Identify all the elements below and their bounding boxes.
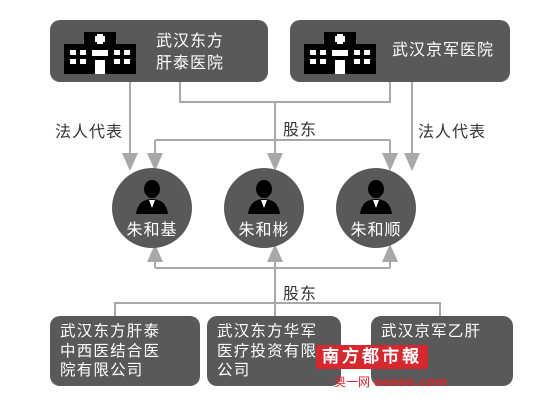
hospital-box-jingjun: 武汉京军医院 — [290, 20, 510, 82]
edge-share-top-bus — [179, 82, 391, 103]
brand-name: 南方都市報 — [316, 345, 428, 369]
person-name: 朱和基 — [126, 220, 178, 239]
edge-label-legal-rep: 法人代表 — [55, 122, 124, 141]
company-name: 武汉东方华军 医疗投资有限 公司 — [217, 322, 318, 379]
person-icon — [360, 180, 392, 214]
hospital-name: 武汉京军医院 — [392, 40, 495, 59]
person-node: 朱和彬 — [224, 168, 304, 248]
hospital-box-dongfang: 武汉东方 肝泰医院 — [50, 20, 268, 82]
edge-label-shareholder: 股东 — [283, 120, 318, 139]
person-name: 朱和彬 — [238, 220, 290, 239]
company-name: 武汉东方肝泰 中西医结合医 院有限公司 — [60, 322, 161, 379]
company-box-zhongxiyi: 武汉东方肝泰 中西医结合医 院有限公司 — [50, 316, 200, 386]
person-name: 朱和顺 — [350, 220, 402, 239]
hospital-icon — [64, 32, 136, 74]
hospital-name: 武汉东方 肝泰医院 — [156, 31, 225, 72]
person-node: 朱和顺 — [336, 168, 416, 248]
person-icon — [248, 180, 280, 214]
company-name: 武汉京军乙肝 — [381, 322, 482, 340]
site-url: 奥一网 oeeee.com — [334, 375, 448, 389]
edge-label-legal-rep: 法人代表 — [418, 122, 487, 141]
person-node: 朱和基 — [112, 168, 192, 248]
person-icon — [136, 180, 168, 214]
hospital-icon — [304, 32, 376, 74]
edge-label-shareholder: 股东 — [283, 284, 318, 303]
